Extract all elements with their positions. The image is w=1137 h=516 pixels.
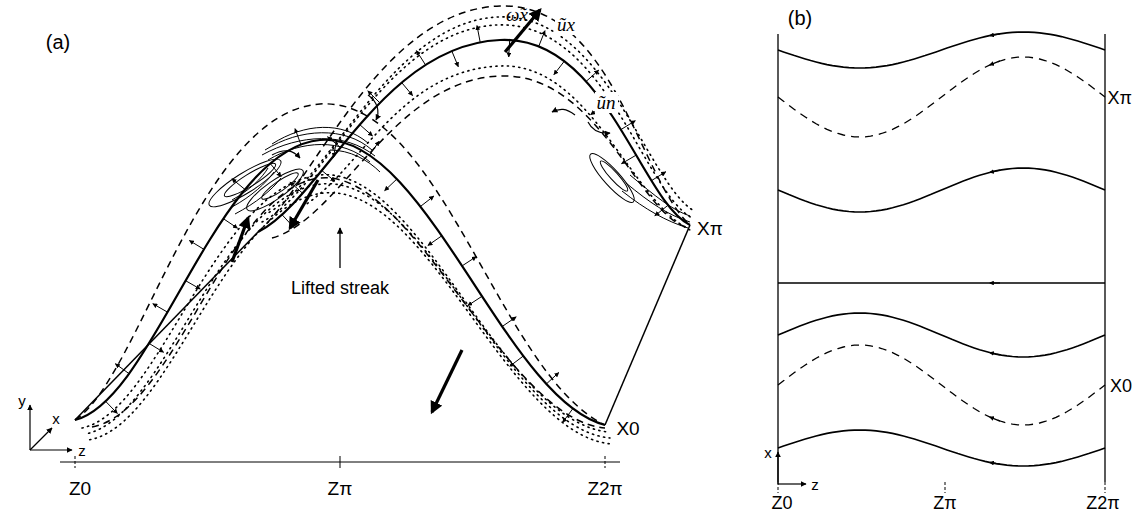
normal-arrow — [290, 182, 303, 193]
figure-label: (b) — [786, 7, 814, 29]
normal-arrow — [420, 196, 433, 206]
streamline — [778, 345, 1105, 425]
flow-arrowhead — [990, 61, 1000, 65]
normal-arrow — [232, 179, 245, 190]
normal-arrow — [295, 129, 301, 145]
figure-label: x — [50, 410, 62, 427]
normal-arrow — [115, 364, 129, 374]
normal-arrow — [328, 137, 341, 148]
streamline — [778, 282, 1105, 284]
normal-arrow — [270, 164, 281, 177]
normal-arrow — [452, 51, 459, 67]
normal-arrow — [428, 236, 442, 246]
figure-label: y — [16, 392, 28, 409]
panel-a — [30, 6, 694, 468]
figure-label: (a) — [44, 31, 72, 53]
normal-arrow — [655, 205, 668, 216]
normal-arrow — [651, 172, 665, 181]
normal-arrow — [368, 91, 380, 103]
normal-arrow — [586, 70, 599, 81]
normal-arrow — [186, 281, 201, 289]
normal-arrow — [153, 304, 168, 313]
normal-arrow — [360, 125, 373, 136]
figure-label: z — [809, 476, 821, 493]
figure-label: Xπ — [695, 218, 725, 239]
figure-label: Z0 — [770, 493, 795, 513]
normal-arrow — [223, 219, 237, 229]
normal-arrow — [554, 61, 564, 74]
normal-arrow — [539, 31, 545, 47]
figure-label: X0 — [614, 418, 641, 439]
normal-arrow — [509, 40, 510, 57]
normal-arrow — [462, 257, 476, 266]
normal-arrow — [622, 155, 637, 164]
normal-arrow — [385, 179, 397, 191]
flow-arrowhead — [990, 282, 1000, 283]
figure-label: Zπ — [931, 493, 958, 513]
figure-label: Lifted streak — [289, 278, 391, 298]
figure-label: Xπ — [1106, 88, 1134, 108]
normal-arrow — [370, 141, 380, 155]
figure-label: x — [762, 444, 774, 461]
flow-arrowhead — [990, 462, 1000, 464]
panel-b — [778, 32, 1105, 496]
normal-arrow — [563, 409, 573, 423]
normal-arrow — [502, 317, 516, 327]
streamline — [778, 430, 1105, 466]
normal-arrow — [189, 241, 204, 250]
normal-arrow — [468, 296, 482, 305]
figure-label: X0 — [1108, 376, 1134, 396]
flow-arrowhead — [990, 417, 1000, 421]
normal-arrow — [402, 83, 413, 96]
streamline — [778, 32, 1105, 68]
figure-label: ũn — [595, 92, 618, 113]
normal-arrow — [322, 171, 335, 182]
figure-label: Z2π — [1084, 493, 1121, 513]
normal-arrow — [416, 51, 425, 65]
normal-arrow — [106, 401, 118, 413]
normal-arrow — [282, 215, 294, 228]
figure-label: Z2π — [585, 478, 624, 499]
streamline — [778, 313, 1105, 357]
figure-label: ũx — [555, 14, 577, 35]
figure-label: z — [76, 442, 88, 459]
flow-arrowhead — [990, 170, 1000, 172]
normal-arrow — [546, 373, 559, 385]
flow-arrowhead — [990, 353, 1000, 355]
streamline — [778, 168, 1105, 212]
figure-label: ω̃x — [504, 4, 530, 25]
figure-label: Z0 — [67, 478, 93, 499]
normal-arrow — [621, 121, 635, 130]
normal-arrow — [149, 343, 164, 352]
figure-label: Zπ — [326, 478, 355, 499]
flow-arrowhead — [990, 34, 1000, 36]
streamline — [778, 57, 1105, 137]
normal-arrow — [477, 26, 480, 43]
normal-arrow — [510, 356, 524, 366]
